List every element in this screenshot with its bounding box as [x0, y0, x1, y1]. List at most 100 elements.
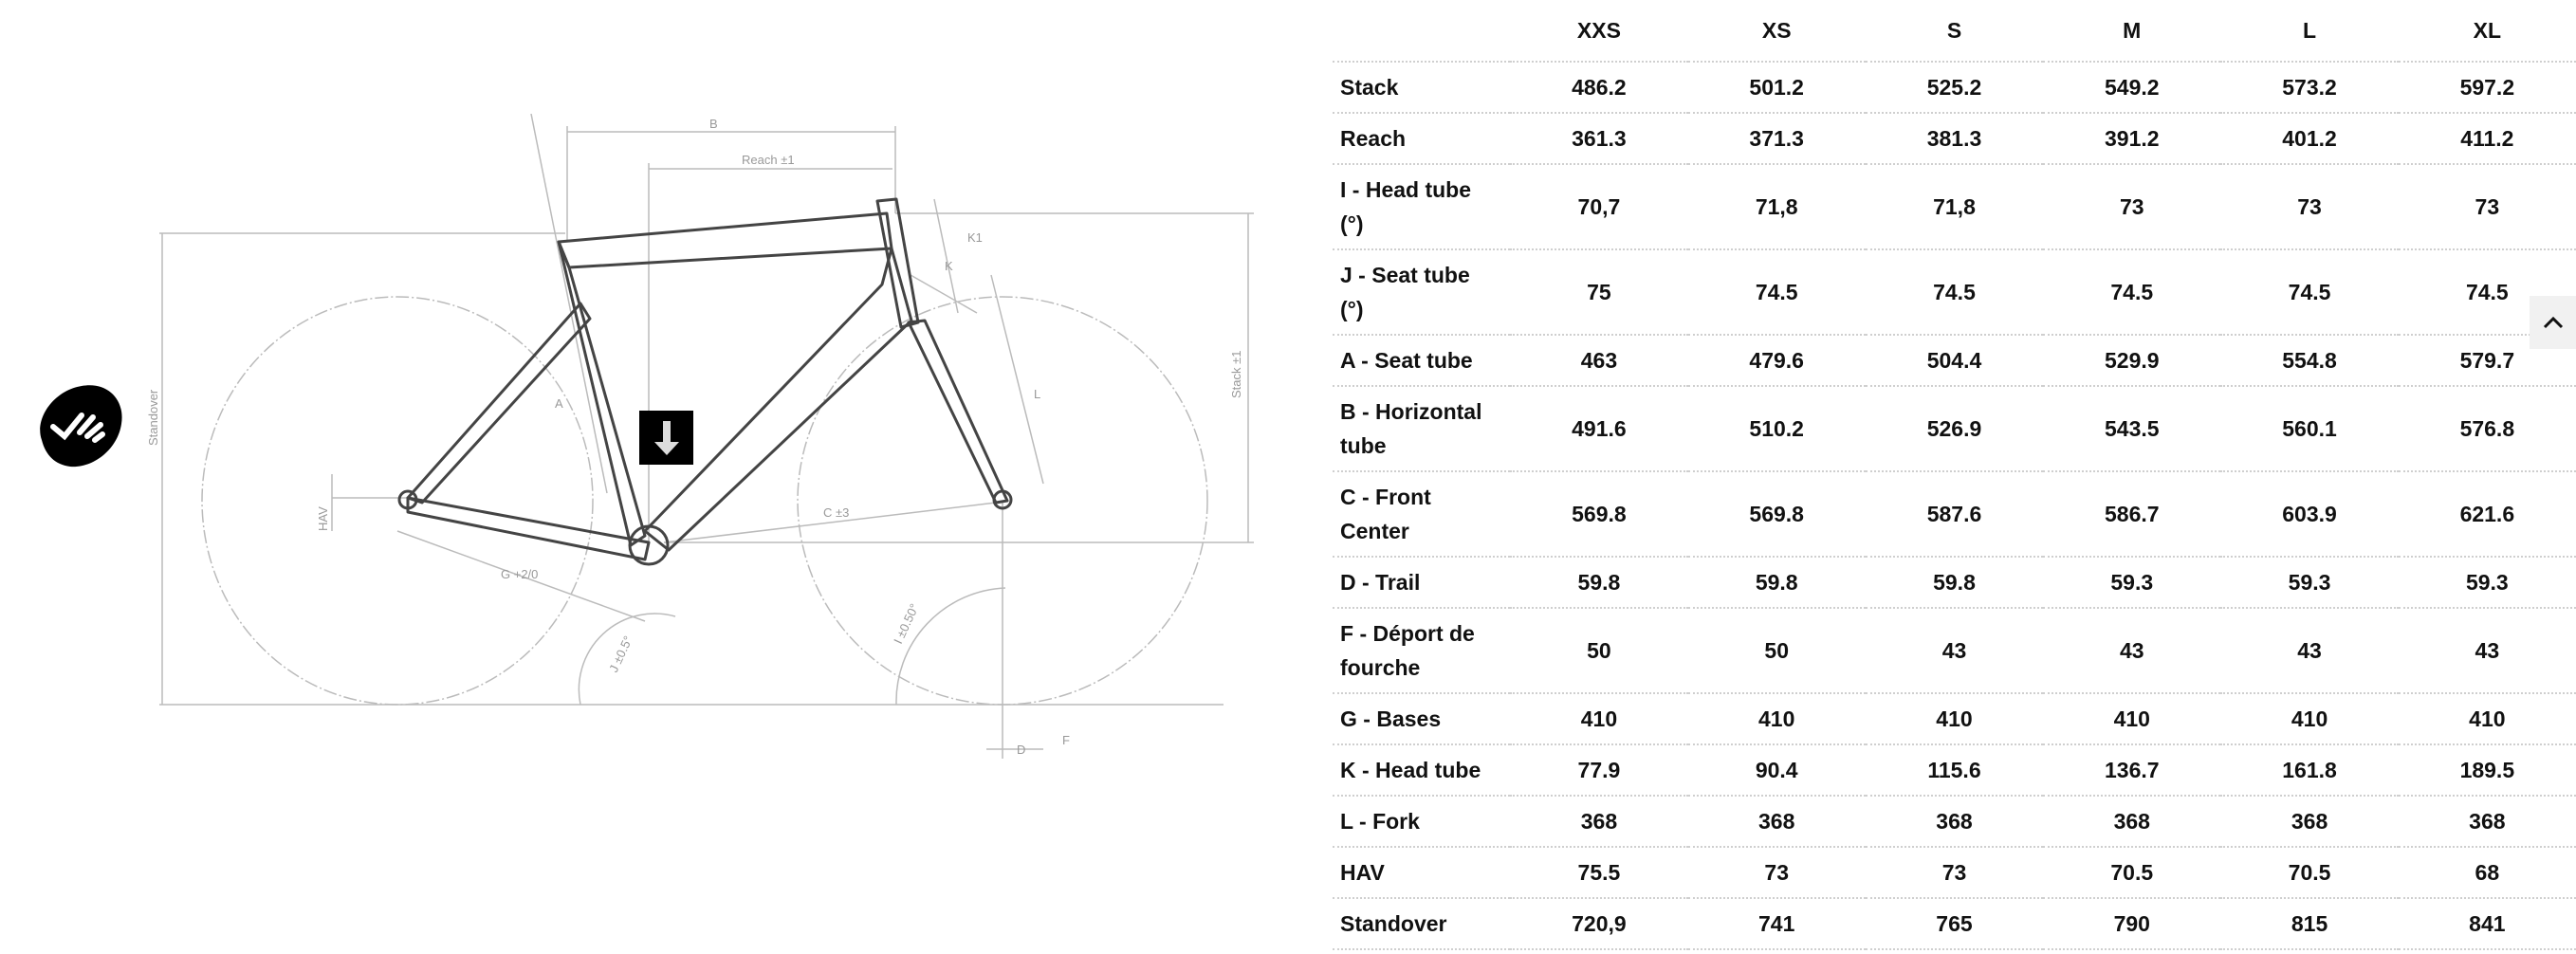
- cell-value: 43: [1865, 608, 2044, 694]
- label-stack: Stack ±1: [1229, 351, 1243, 399]
- cell-value: 504.4: [1865, 335, 2044, 387]
- cell-value: 815: [2220, 898, 2399, 950]
- cell-value: 68: [2398, 847, 2576, 899]
- row-label: HAV: [1333, 847, 1511, 899]
- cell-value: 463: [1510, 335, 1688, 387]
- arrow-down-icon: [653, 420, 679, 455]
- row-label: G - Bases: [1333, 693, 1511, 745]
- cell-value: 741: [1687, 898, 1866, 950]
- cell-value: 74.5: [2220, 249, 2399, 336]
- cell-value: 70,7: [1510, 164, 1688, 250]
- head-tube: [875, 197, 920, 329]
- cell-value: 59.8: [1687, 557, 1866, 609]
- size-header-m: M: [2043, 0, 2221, 63]
- cell-value: 74.5: [1687, 249, 1866, 336]
- row-label: A - Seat tube: [1333, 335, 1511, 387]
- cell-value: 77.9: [1510, 744, 1688, 797]
- label-j: J ±0.5°: [606, 633, 635, 674]
- label-g: G +2/0: [501, 567, 538, 581]
- label-i: I ±0.50°: [891, 601, 922, 646]
- download-button[interactable]: [639, 411, 693, 465]
- row-label: D - Trail: [1333, 557, 1511, 609]
- cell-value: 75.5: [1510, 847, 1688, 899]
- size-header-xxs: XXS: [1510, 0, 1688, 63]
- cell-value: 115.6: [1865, 744, 2044, 797]
- cell-value: 790: [2043, 898, 2221, 950]
- cell-value: 410: [1510, 693, 1688, 745]
- seat-tube: [557, 240, 647, 547]
- cell-value: 59.3: [2398, 557, 2576, 609]
- cell-value: 70.5: [2043, 847, 2221, 899]
- cell-value: 73: [2220, 164, 2399, 250]
- size-header-s: S: [1865, 0, 2044, 63]
- cell-value: 59.3: [2043, 557, 2221, 609]
- label-k: K: [945, 259, 953, 273]
- cell-value: 526.9: [1865, 386, 2044, 472]
- cell-value: 43: [2220, 608, 2399, 694]
- check-badge-logo-icon: [40, 385, 122, 468]
- cell-value: 720,9: [1510, 898, 1688, 950]
- cell-value: 368: [1865, 796, 2044, 848]
- row-label: J - Seat tube (°): [1333, 249, 1511, 336]
- cell-value: 59.8: [1865, 557, 2044, 609]
- top-tube: [557, 211, 893, 269]
- brand-logo[interactable]: [34, 381, 125, 470]
- row-label: Standover: [1333, 898, 1511, 950]
- size-header-l: L: [2220, 0, 2399, 63]
- label-hav: HAV: [316, 506, 330, 531]
- size-header-xs: XS: [1687, 0, 1866, 63]
- cell-value: 569.8: [1510, 471, 1688, 558]
- down-tube: [643, 247, 913, 552]
- chevron-up-icon: [2543, 316, 2563, 329]
- row-label: Stack: [1333, 62, 1511, 114]
- label-b: B: [709, 117, 718, 131]
- cell-value: 597.2: [2398, 62, 2576, 114]
- cell-value: 368: [2220, 796, 2399, 848]
- cell-value: 368: [2043, 796, 2221, 848]
- chain-stay: [406, 496, 651, 561]
- cell-value: 401.2: [2220, 113, 2399, 165]
- label-standover: Standover: [146, 389, 160, 446]
- cell-value: 50: [1687, 608, 1866, 694]
- cell-value: 371.3: [1687, 113, 1866, 165]
- cell-value: 73: [2043, 164, 2221, 250]
- cell-value: 73: [1865, 847, 2044, 899]
- cell-value: 479.6: [1687, 335, 1866, 387]
- cell-value: 381.3: [1865, 113, 2044, 165]
- row-label: B - Horizontal tube: [1333, 386, 1511, 472]
- cell-value: 603.9: [2220, 471, 2399, 558]
- cell-value: 43: [2043, 608, 2221, 694]
- cell-value: 43: [2398, 608, 2576, 694]
- cell-value: 410: [1687, 693, 1866, 745]
- row-label: I - Head tube (°): [1333, 164, 1511, 250]
- label-c: C ±3: [823, 505, 849, 520]
- cell-value: 74.5: [2043, 249, 2221, 336]
- label-l: L: [1034, 387, 1040, 401]
- cell-value: 576.8: [2398, 386, 2576, 472]
- cell-value: 501.2: [1687, 62, 1866, 114]
- cell-value: 621.6: [2398, 471, 2576, 558]
- cell-value: 136.7: [2043, 744, 2221, 797]
- label-reach: Reach ±1: [742, 153, 795, 167]
- row-label: Reach: [1333, 113, 1511, 165]
- cell-value: 543.5: [2043, 386, 2221, 472]
- label-k1: K1: [967, 230, 983, 245]
- cell-value: 549.2: [2043, 62, 2221, 114]
- cell-value: 569.8: [1687, 471, 1866, 558]
- cell-value: 529.9: [2043, 335, 2221, 387]
- row-label: L - Fork: [1333, 796, 1511, 848]
- scroll-to-top-button[interactable]: [2530, 296, 2576, 349]
- cell-value: 368: [1687, 796, 1866, 848]
- cell-value: 189.5: [2398, 744, 2576, 797]
- cell-value: 361.3: [1510, 113, 1688, 165]
- cell-value: 71,8: [1865, 164, 2044, 250]
